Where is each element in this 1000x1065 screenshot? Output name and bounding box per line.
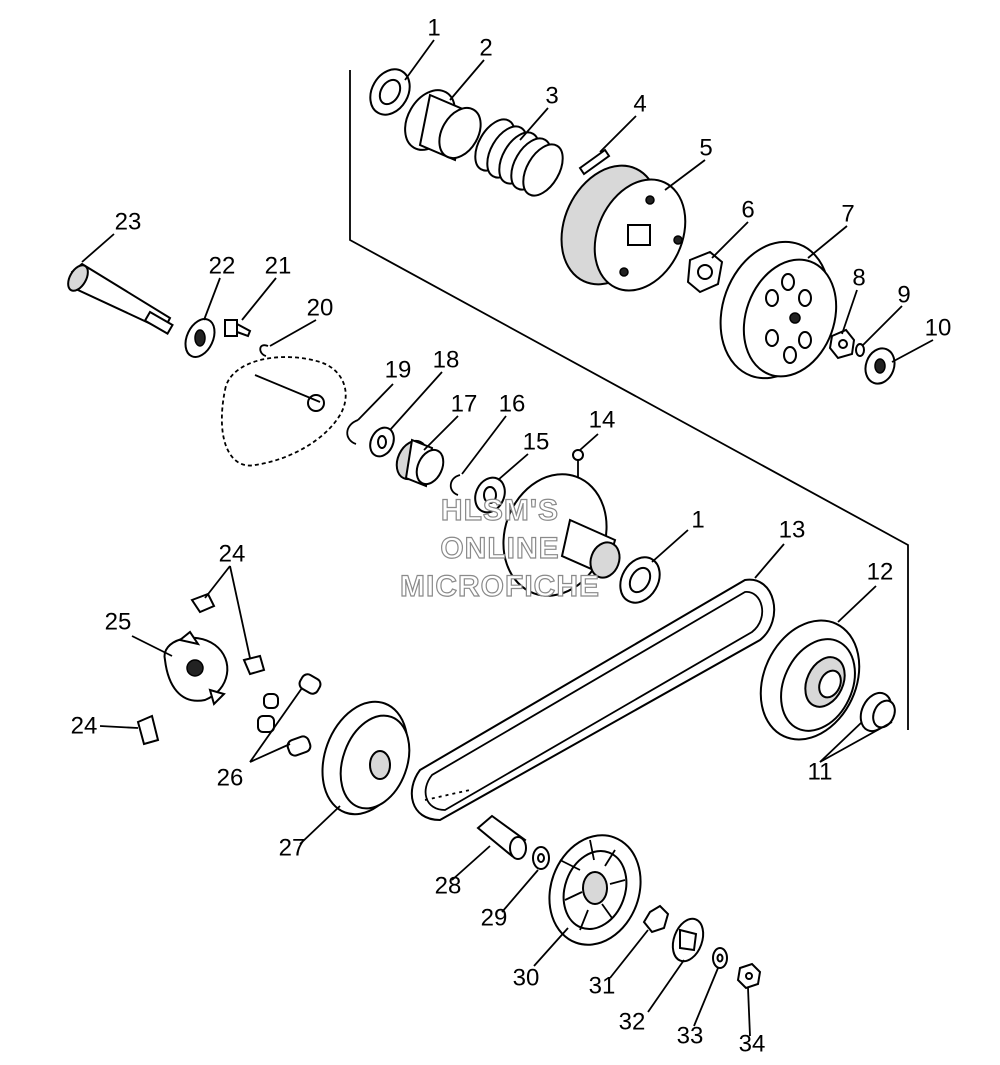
label-part-1-lower: 1 (691, 507, 704, 534)
assembly-boundary-line (349, 70, 909, 730)
part-clutch-assembly (560, 164, 687, 292)
label-part-1-top: 1 (427, 15, 440, 42)
label-part-9: 9 (897, 282, 910, 309)
part-bearing-10 (864, 347, 896, 385)
label-part-6: 6 (741, 197, 754, 224)
part-bearing-22 (184, 318, 216, 358)
label-part-19: 19 (385, 357, 412, 384)
part-slide-piece-a (190, 592, 216, 614)
label-part-23: 23 (115, 209, 142, 236)
part-weight-roller-1 (298, 673, 322, 695)
label-part-25: 25 (105, 609, 132, 636)
label-part-11: 11 (808, 759, 833, 786)
label-part-10: 10 (925, 315, 952, 342)
part-drive-shaft (67, 262, 174, 336)
part-collar-11 (859, 691, 896, 733)
leader-lines (81, 39, 934, 1037)
label-part-4: 4 (633, 91, 646, 118)
label-part-29: 29 (481, 905, 508, 932)
part-clutch-nut (686, 250, 724, 294)
part-spring (474, 118, 564, 197)
part-bearing-18 (369, 426, 395, 458)
label-part-27: 27 (279, 835, 306, 862)
part-driven-face (502, 473, 621, 597)
label-part-28: 28 (435, 873, 462, 900)
label-part-33: 33 (677, 1023, 704, 1050)
label-part-34: 34 (739, 1031, 766, 1058)
label-part-12: 12 (867, 559, 894, 586)
part-cover-gasket (221, 356, 347, 467)
label-part-20: 20 (307, 295, 334, 322)
part-sleeve (404, 89, 482, 162)
part-oil-seal-top (369, 68, 411, 116)
part-oil-seal-lower (619, 556, 661, 604)
label-part-32: 32 (619, 1009, 646, 1036)
part-circlip-16 (449, 474, 461, 496)
label-part-8: 8 (852, 265, 865, 292)
label-part-24-top: 24 (219, 541, 246, 568)
part-ratchet-hub (671, 917, 705, 963)
label-part-21: 21 (265, 253, 292, 280)
label-part-24-bottom: 24 (71, 713, 98, 740)
part-drive-belt (410, 578, 776, 822)
label-part-22: 22 (209, 253, 236, 280)
part-collar-28 (476, 814, 527, 860)
part-nut-34 (736, 962, 762, 990)
label-part-15: 15 (523, 429, 550, 456)
label-part-13: 13 (779, 517, 806, 544)
label-part-18: 18 (433, 347, 460, 374)
part-driven-pulley (759, 619, 861, 741)
part-bolt-21 (224, 319, 252, 338)
part-bearing-15 (474, 476, 506, 514)
part-ramp-plate (163, 630, 229, 706)
part-washer-29 (532, 846, 550, 870)
part-weight-roller-3 (257, 715, 275, 733)
label-part-2: 2 (479, 35, 492, 62)
part-movable-drive-face (321, 700, 411, 816)
watermark-line-1: HLSM'S (441, 494, 559, 527)
part-fan-drive-face (548, 834, 642, 946)
part-slide-piece-b (242, 654, 266, 676)
part-washer-9 (855, 343, 865, 357)
part-washer-33 (712, 947, 728, 969)
part-slide-piece-c (136, 714, 160, 746)
label-part-26: 26 (217, 765, 244, 792)
label-part-7: 7 (841, 201, 854, 228)
label-part-3: 3 (545, 83, 558, 110)
part-weight-roller-2 (263, 693, 279, 709)
part-pin (578, 148, 611, 176)
watermark-line-2: ONLINE (440, 532, 559, 565)
part-clutch-housing (719, 240, 838, 380)
watermark-line-3: MICROFICHE (400, 570, 600, 603)
watermark: HLSM'S ONLINE MICROFICHE (399, 493, 600, 603)
label-part-5: 5 (699, 135, 712, 162)
part-starter-ratchet (642, 904, 670, 934)
part-weight-roller-4 (286, 735, 312, 757)
label-part-17: 17 (451, 391, 478, 418)
part-circlip-19 (346, 419, 359, 445)
part-nut-8 (828, 328, 856, 360)
label-part-30: 30 (513, 965, 540, 992)
label-part-14: 14 (589, 407, 616, 434)
part-clip-20 (259, 344, 269, 357)
label-part-16: 16 (499, 391, 526, 418)
part-needle-bearing-17 (395, 438, 445, 488)
part-number-labels: 1 2 3 4 5 6 7 8 9 10 11 12 13 14 15 16 1… (71, 15, 952, 1058)
label-part-31: 31 (589, 973, 616, 1000)
